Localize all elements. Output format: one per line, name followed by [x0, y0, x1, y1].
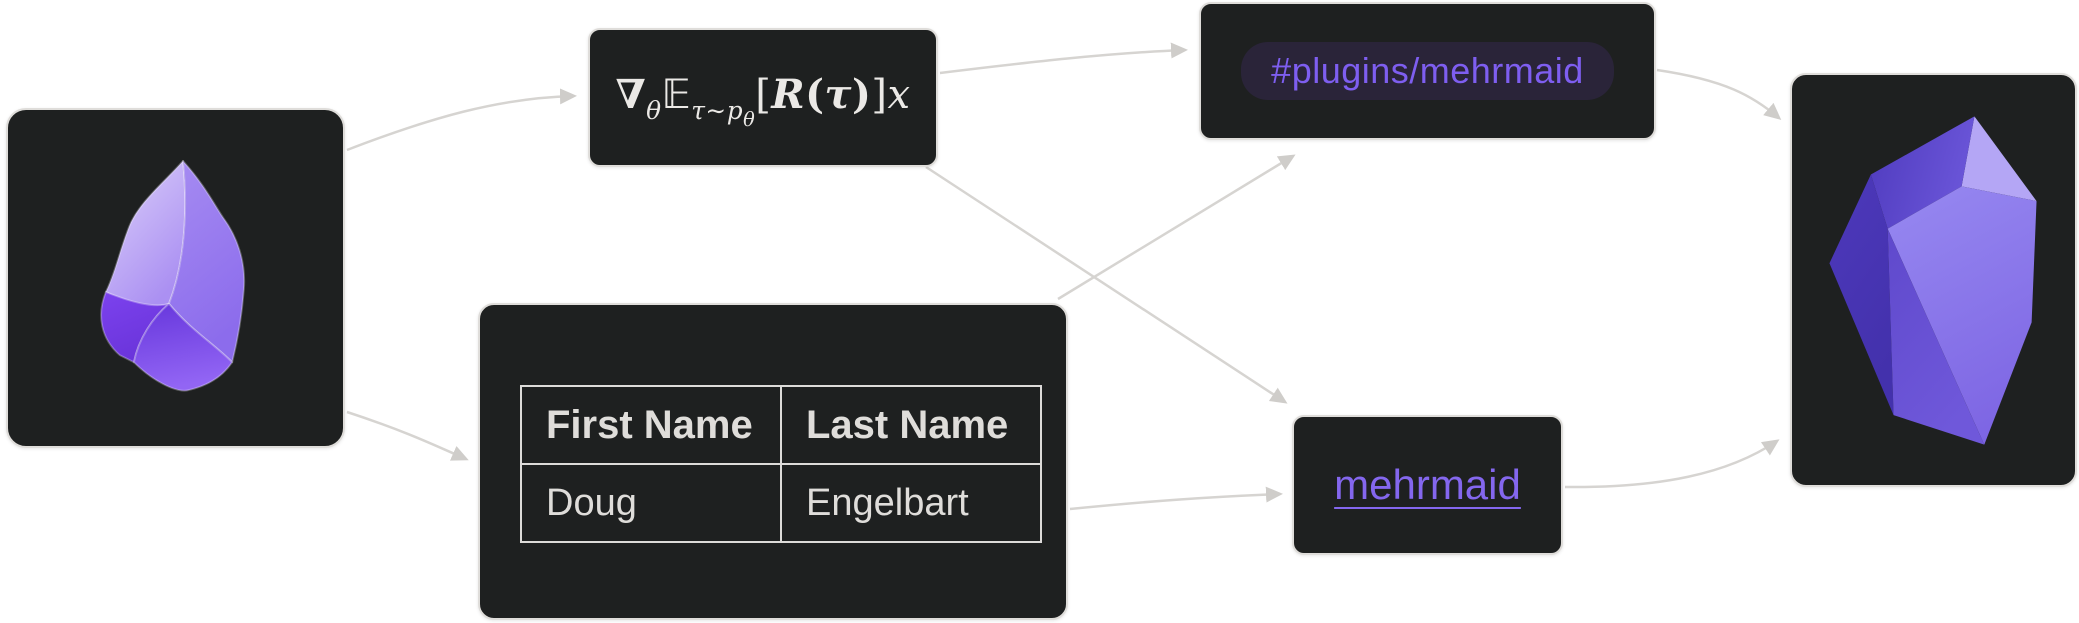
mehrmaid-internal-link[interactable]: mehrmaid [1334, 461, 1521, 508]
obsidian-stone-logo-icon [99, 160, 245, 392]
latex-formula: ∇θ𝔼τ∼pθ[R(τ)]x [615, 71, 911, 131]
table-row: Doug Engelbart [520, 463, 1042, 543]
edge-plugins-tag-to-obsidian-right [1656, 68, 1782, 120]
markdown-table: First Name Last Name Doug Engelbart [520, 385, 1042, 543]
obsidian-crystal-logo-icon [1829, 116, 2037, 445]
edge-table-to-mehrmaid-link [1069, 486, 1283, 511]
mehrmaid-link-node: mehrmaid [1292, 415, 1563, 555]
tag-plugins-mehrmaid[interactable]: #plugins/mehrmaid [1241, 42, 1614, 100]
edge-formula-to-plugins-tag [939, 42, 1188, 75]
edge-formula-to-mehrmaid-link [925, 165, 1288, 404]
table-header-first-name: First Name [520, 385, 782, 465]
table-cell-last-name: Engelbart [780, 463, 1042, 543]
obsidian-right-node [1790, 73, 2077, 487]
plugins-tag-node: #plugins/mehrmaid [1199, 2, 1656, 140]
formula-node: ∇θ𝔼τ∼pθ[R(τ)]x [588, 28, 938, 167]
edge-obsidian-left-to-formula [346, 88, 577, 152]
table-cell-first-name: Doug [520, 463, 782, 543]
table-header-last-name: Last Name [780, 385, 1042, 465]
edge-obsidian-left-to-table [346, 410, 469, 461]
table-node: First Name Last Name Doug Engelbart [478, 303, 1068, 620]
edge-table-to-plugins-tag [1057, 154, 1296, 301]
edge-mehrmaid-link-to-obsidian-right [1564, 439, 1780, 489]
table-header-row: First Name Last Name [520, 385, 1042, 465]
obsidian-left-node [6, 108, 345, 448]
